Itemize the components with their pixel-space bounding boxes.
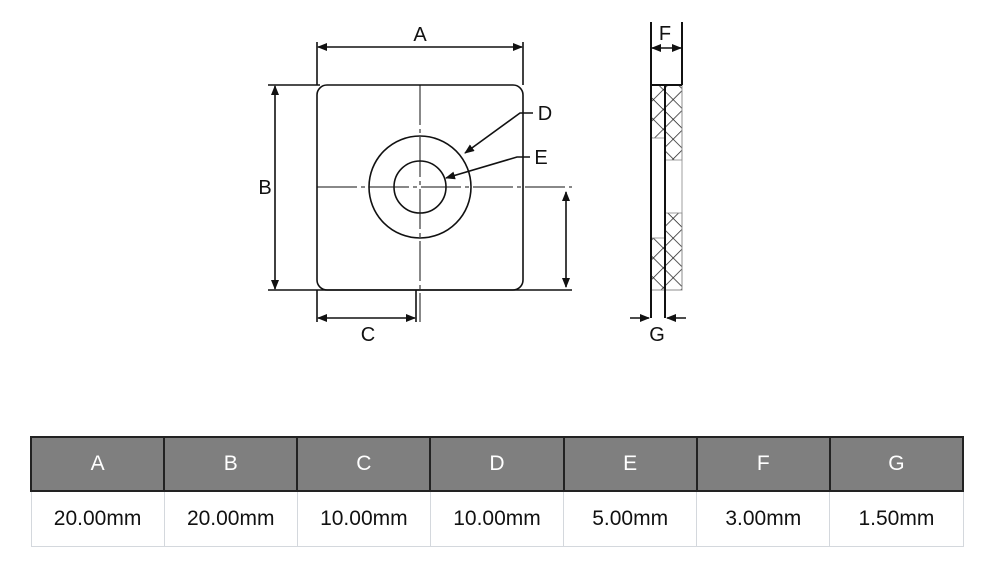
label-e: E <box>534 147 547 169</box>
header-d: D <box>429 436 565 492</box>
label-g: G <box>649 324 665 346</box>
header-a: A <box>29 436 166 492</box>
header-e: E <box>562 436 698 492</box>
label-a: A <box>413 24 427 46</box>
header-c: C <box>296 436 432 492</box>
header-g: G <box>828 436 965 492</box>
label-c: C <box>361 324 375 346</box>
value-e: 5.00mm <box>563 490 698 547</box>
table-row: 20.00mm 20.00mm 10.00mm 10.00mm 5.00mm 3… <box>30 490 964 547</box>
label-b: B <box>258 177 271 199</box>
header-f: F <box>695 436 831 492</box>
side-view <box>630 22 686 322</box>
value-g: 1.50mm <box>829 490 964 547</box>
dimensions-table: A B C D E F G 20.00mm 20.00mm 10.00mm 10… <box>29 436 965 547</box>
label-f: F <box>659 23 671 45</box>
value-d: 10.00mm <box>429 490 565 547</box>
value-a: 20.00mm <box>30 490 165 547</box>
table-header-row: A B C D E F G <box>29 436 965 492</box>
value-f: 3.00mm <box>696 490 831 547</box>
front-view <box>268 42 572 322</box>
value-c: 10.00mm <box>296 490 431 547</box>
value-b: 20.00mm <box>163 490 298 547</box>
header-b: B <box>163 436 299 492</box>
magnet-diagram: A B C D E F G <box>258 22 686 346</box>
label-d: D <box>538 103 552 125</box>
